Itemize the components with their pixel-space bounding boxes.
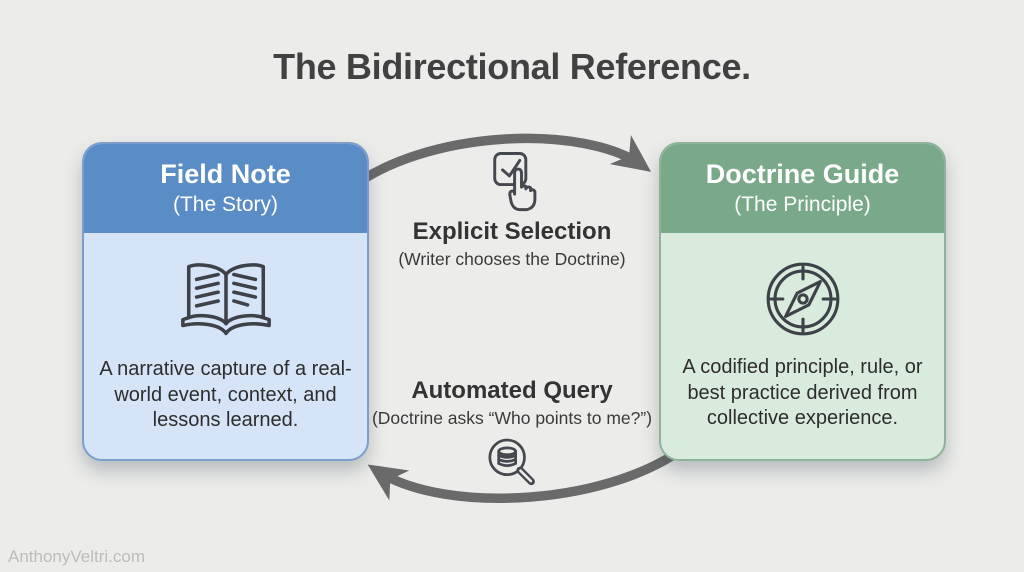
- flow-sublabel: (Doctrine asks “Who points to me?”): [371, 408, 653, 429]
- explicit-selection-flow: Explicit Selection (Writer chooses the D…: [0, 149, 1024, 270]
- automated-query-flow: Automated Query (Doctrine asks “Who poin…: [0, 377, 1024, 492]
- flow-label: Automated Query: [411, 377, 613, 404]
- card-subtitle: (The Principle): [734, 192, 871, 216]
- page-title: The Bidirectional Reference.: [273, 46, 751, 87]
- card-title: Doctrine Guide: [705, 159, 900, 190]
- checkbox-hand-icon: [493, 152, 537, 212]
- card-subtitle: (The Story): [172, 192, 279, 216]
- field-note-card-body: A narrative capture of a real-world even…: [84, 233, 367, 434]
- doctrine-guide-card-body: A codified principle, rule, or best prac…: [661, 233, 944, 432]
- compass-icon: [766, 262, 839, 336]
- flow-sublabel: (Writer chooses the Doctrine): [398, 249, 626, 270]
- card-description: A narrative capture of a real-world even…: [99, 358, 352, 432]
- watermark: AnthonyVeltri.com: [8, 547, 146, 566]
- open-book-icon: [180, 263, 271, 336]
- doctrine-guide-card: Doctrine Guide (The Principle) A codifie…: [659, 142, 946, 461]
- card-title: Field Note: [160, 159, 291, 190]
- flow-label: Explicit Selection: [412, 218, 612, 245]
- bottom-arrow: [367, 439, 694, 503]
- database-search-icon: [488, 439, 535, 486]
- card-description: A codified principle, rule, or best prac…: [682, 356, 923, 430]
- field-note-card: Field Note (The Story) A narrative captu…: [82, 142, 369, 461]
- field-note-card-header: Field Note (The Story): [84, 144, 367, 233]
- top-arrow: [342, 133, 652, 196]
- doctrine-guide-card-header: Doctrine Guide (The Principle): [661, 144, 944, 233]
